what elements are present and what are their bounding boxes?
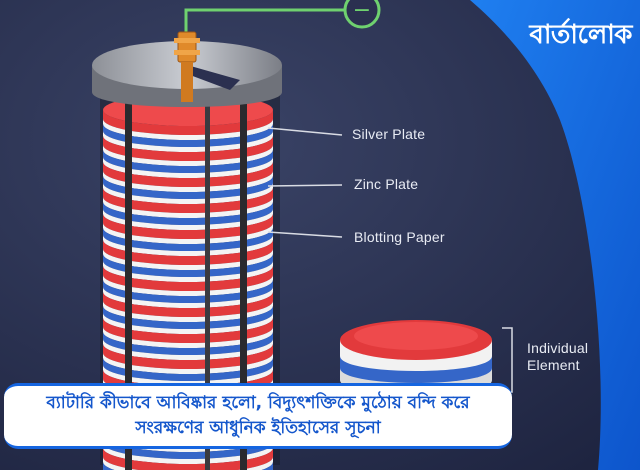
plate-layer: [103, 318, 273, 343]
negative-symbol: −: [353, 0, 371, 23]
plate-layer: [103, 287, 273, 308]
plate-layer: [103, 136, 273, 161]
plate-layer: [103, 235, 273, 256]
plate-layer: [103, 266, 273, 291]
plate-layer: [103, 124, 273, 147]
plate-layer: [103, 280, 273, 303]
plate-layer: [103, 313, 273, 334]
plate-layer: [103, 332, 273, 355]
plate-layer: [103, 254, 273, 277]
brand-logo[interactable]: বার্তালোক: [529, 20, 632, 50]
plate-layer: [103, 436, 273, 459]
caption-text: ব্যাটারি কীভাবে আবিষ্কার হলো, বিদ্যুৎশক্…: [46, 393, 470, 438]
brand-panel: [470, 0, 640, 470]
plate-layer: [103, 443, 273, 464]
negative-terminal-icon: [343, 0, 381, 29]
plate-layer: [103, 228, 273, 251]
plate-layer: [103, 344, 273, 369]
plate-layer: [103, 353, 273, 374]
plate-layer: [103, 171, 273, 192]
caption-banner: ব্যাটারি কীভাবে আবিষ্কার হলো, বিদ্যুৎশক্…: [4, 383, 512, 449]
plate-layer: [103, 275, 273, 296]
plate-layer: [103, 209, 273, 230]
plate-layer: [103, 365, 273, 386]
plate-layer: [103, 448, 273, 470]
plate-layer: [103, 214, 273, 239]
plate-layer: [103, 145, 273, 166]
plate-layer: [103, 188, 273, 213]
plate-layer: [103, 457, 273, 470]
zinc-plate-label: Zinc Plate: [354, 176, 419, 192]
plate-layer: [103, 197, 273, 218]
plate-layer: [103, 261, 273, 282]
plate-layer: [103, 131, 273, 152]
plate-layer: [103, 301, 273, 322]
blotting-paper-label: Blotting Paper: [354, 229, 445, 245]
pointer-lines: [267, 127, 343, 238]
silver-plate-label: Silver Plate: [352, 126, 426, 142]
terminal-post-icon: [174, 31, 200, 102]
plate-layer: [103, 119, 273, 140]
plate-layer: [103, 358, 273, 381]
plate-layer: [103, 162, 273, 187]
plate-layer: [103, 110, 273, 135]
support-rods: [125, 80, 247, 470]
individual-element-label: Individual Element: [527, 340, 589, 373]
plate-layer: [103, 202, 273, 225]
plate-layer: [103, 339, 273, 360]
wire: [184, 8, 345, 32]
plate-layer: [103, 327, 273, 348]
plate-layer: [103, 292, 273, 317]
plate-layer: [103, 150, 273, 173]
plate-layer: [103, 223, 273, 244]
plate-layer: [103, 157, 273, 178]
plate-layer: [103, 183, 273, 204]
plate-layer: [103, 306, 273, 329]
plate-layer: [103, 176, 273, 199]
plate-layer: [103, 249, 273, 270]
plate-layer: [103, 240, 273, 265]
